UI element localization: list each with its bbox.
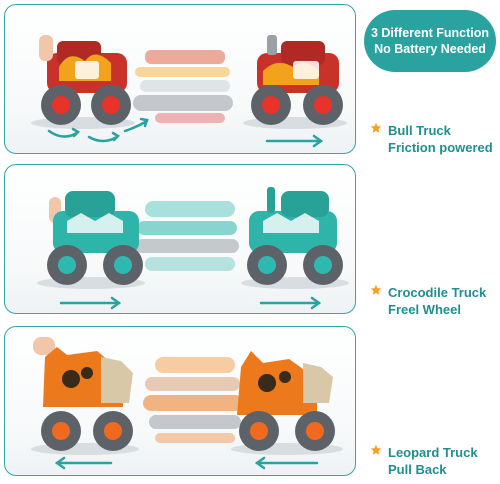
motion-blur	[143, 357, 243, 443]
feature-title: Crocodile Truck	[388, 285, 487, 300]
star-icon	[370, 444, 382, 455]
arrow-left-icon	[54, 456, 113, 470]
badge-line-2: No Battery Needed	[374, 42, 486, 56]
arrow-right-icon	[59, 296, 122, 310]
leopard-truck-right	[231, 351, 343, 455]
feature-subtitle: Pull Back	[388, 462, 447, 477]
bull-truck-left	[31, 35, 135, 129]
feature-subtitle: Freel Wheel	[388, 302, 461, 317]
bull-truck-right	[243, 35, 347, 129]
arrow-right-icon	[259, 296, 322, 310]
bull-truck-panel	[4, 4, 356, 154]
curved-arrows	[47, 117, 149, 143]
leopard-truck-panel	[4, 326, 356, 476]
bull-truck-scene	[31, 35, 347, 148]
arrow-right-icon	[265, 134, 324, 148]
leopard-truck-scene	[31, 337, 343, 470]
motion-blur	[133, 50, 233, 123]
feature-title: Leopard Truck	[388, 445, 478, 460]
feature-crocodile-truck: Crocodile Truck Freel Wheel	[370, 284, 500, 318]
hand	[39, 35, 53, 61]
feature-leopard-truck: Leopard Truck Pull Back	[370, 444, 500, 478]
badge-line-1: 3 Different Function	[370, 26, 490, 40]
hand	[33, 337, 55, 355]
crocodile-truck-right	[241, 187, 349, 289]
feature-subtitle: Friction powered	[388, 140, 493, 155]
crocodile-truck-panel	[4, 164, 356, 314]
crocodile-truck-left	[37, 191, 145, 289]
motion-blur	[135, 201, 239, 271]
function-badge: 3 Different Function No Battery Needed	[364, 10, 496, 72]
star-icon	[370, 122, 382, 133]
crocodile-truck-scene	[37, 187, 349, 310]
feature-bull-truck: Bull Truck Friction powered	[370, 122, 500, 156]
feature-title: Bull Truck	[388, 123, 451, 138]
star-icon	[370, 284, 382, 295]
leopard-truck-left	[31, 337, 139, 455]
arrow-left-icon	[254, 456, 319, 470]
